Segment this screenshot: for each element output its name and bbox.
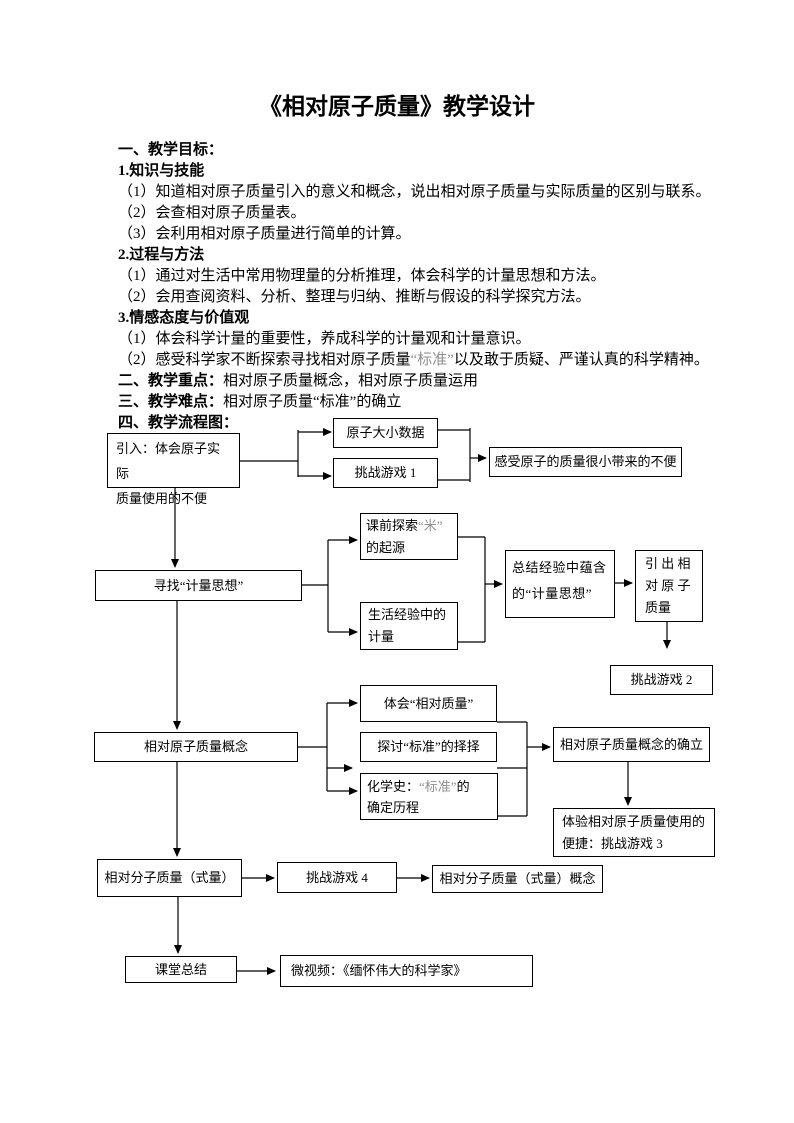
teaching-design-text: 一、教学目标： 1.知识与技能 （1）知道相对原子质量引入的意义和概念，说出相对… xyxy=(118,140,774,434)
emotion-item-2-pre: （2）感受科学家不断探索寻找相对原子质量 xyxy=(118,352,411,368)
emotion-item-2: （2）感受科学家不断探索寻找相对原子质量“标准”以及敢于质疑、严谨认真的科学精神… xyxy=(118,350,774,371)
flow-node-micro-video: 微视频：《缅怀伟大的科学家》 xyxy=(280,955,533,987)
connector-intro-split xyxy=(240,428,332,480)
flow-node-experience-relative-mass: 体会“相对质量” xyxy=(360,685,497,722)
difficulty-label: 三、教学难点： xyxy=(118,394,224,410)
flow-node-challenge-game-1: 挑战游戏 1 xyxy=(333,458,438,488)
flow-node-relative-molecular-mass: 相对分子质量（式量） xyxy=(97,859,242,897)
chemistry-history-tail: 的 确定历程 xyxy=(367,779,470,815)
flow-node-discuss-standard: 探讨“标准”的择择 xyxy=(360,732,497,762)
chemistry-history-highlight: “标准” xyxy=(419,779,457,794)
knowledge-item-2: （2）会查相对原子质量表。 xyxy=(118,205,306,221)
knowledge-skills-heading: 1.知识与技能 xyxy=(118,163,205,179)
meter-origin-highlight: “米” xyxy=(418,518,443,533)
connector-concept-split xyxy=(298,699,358,795)
connector-merge-to-feel xyxy=(438,428,487,482)
process-item-1: （1）通过对生活中常用物理量的分析推理，体会科学的计量思想和方法。 xyxy=(118,268,606,284)
emotion-values-heading: 3.情感态度与价值观 xyxy=(118,310,250,326)
flow-node-challenge-game-4: 挑战游戏 4 xyxy=(277,862,397,893)
chemistry-history-text: 化学史： xyxy=(367,779,420,794)
difficulty-text: 相对原子质量“标准”的确立 xyxy=(223,394,402,410)
flow-node-life-experience: 生活经验中的 计量 xyxy=(360,602,458,650)
objectives-heading: 一、教学目标： xyxy=(118,142,224,158)
flow-node-lead-to-relative-atomic-mass: 引 出 相 对 原 子 质量 xyxy=(635,550,703,622)
flow-connectors xyxy=(171,428,671,975)
meter-origin-text: 课前探索 xyxy=(366,518,419,533)
teaching-flow-chart: 引入：体会原子实际 质量使用的不便 原子大小数据 挑战游戏 1 感受原子的质量很… xyxy=(0,405,794,1025)
flow-node-concept-establishment: 相对原子质量概念的确立 xyxy=(553,727,710,762)
emotion-item-1: （1）体会科学计量的重要性，养成科学的计量观和计量意识。 xyxy=(118,331,531,347)
key-points-text: 相对原子质量概念，相对原子质量运用 xyxy=(223,373,479,389)
emotion-item-2-post: 以及敢于质疑、严谨认真的科学精神。 xyxy=(453,352,709,368)
flow-node-challenge-game-2: 挑战游戏 2 xyxy=(610,665,713,695)
key-points-line: 二、教学重点：相对原子质量概念，相对原子质量运用 xyxy=(118,371,774,392)
flow-node-feel-inconvenience: 感受原子的质量很小带来的不便 xyxy=(489,447,682,477)
key-points-label: 二、教学重点： xyxy=(118,373,224,389)
meter-origin-tail: 的起源 xyxy=(366,540,406,555)
connector-seek-split xyxy=(302,536,358,636)
emotion-item-2-standard: “标准” xyxy=(410,352,454,368)
connector-merge-to-summarize xyxy=(458,536,503,643)
flow-node-summarize-idea: 总结经验中蕴含 的“计量思想” xyxy=(505,550,615,618)
process-method-heading: 2.过程与方法 xyxy=(118,247,205,263)
connector-merge-to-establish xyxy=(497,721,551,817)
flow-node-relative-atomic-mass-concept: 相对原子质量概念 xyxy=(94,732,298,762)
difficulty-line: 三、教学难点：相对原子质量“标准”的确立 xyxy=(118,392,774,413)
page-title: 《相对原子质量》教学设计 xyxy=(259,94,535,119)
flow-node-relative-molecular-mass-concept: 相对分子质量（式量）概念 xyxy=(432,865,603,893)
flow-node-intro: 引入：体会原子实际 质量使用的不便 xyxy=(107,433,240,506)
knowledge-item-1: （1）知道相对原子质量引入的意义和概念，说出相对原子质量与实际质量的区别与联系。 xyxy=(118,184,711,200)
knowledge-item-3: （3）会利用相对原子质量进行简单的计算。 xyxy=(118,226,411,242)
flow-node-chemistry-history: 化学史：“标准”的 确定历程 xyxy=(360,773,498,820)
flow-chart-heading: 四、教学流程图： xyxy=(118,415,239,431)
flow-node-seek-measurement-idea: 寻找“计量思想” xyxy=(95,570,302,601)
flow-node-meter-origin: 课前探索“米” 的起源 xyxy=(360,513,458,560)
flow-node-experience-convenience-game-3: 体验相对原子质量使用的 便捷：挑战游戏 3 xyxy=(553,808,715,857)
flow-node-class-summary: 课堂总结 xyxy=(125,956,237,983)
process-item-2: （2）会用查阅资料、分析、整理与归纳、推断与假设的科学探究方法。 xyxy=(118,289,591,305)
flow-node-atom-size-data: 原子大小数据 xyxy=(333,418,438,448)
